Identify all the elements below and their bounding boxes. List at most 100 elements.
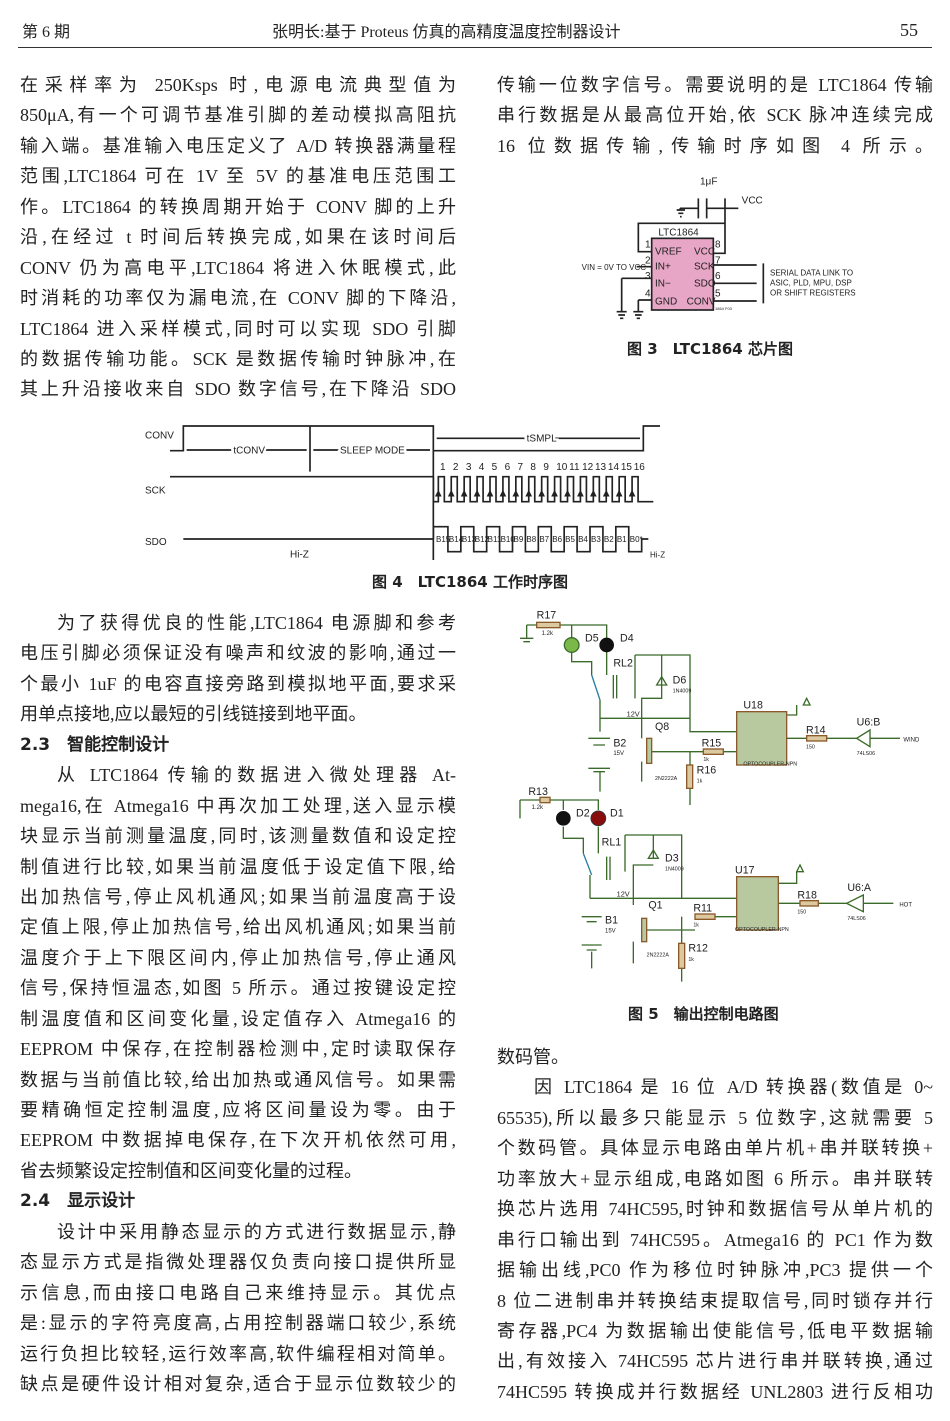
- text-line: 65535),所以最多只能显示 5 位数字,这就需要 5: [497, 1107, 933, 1128]
- header-rule: [18, 47, 932, 48]
- sdo-bit-label: B14: [449, 535, 464, 544]
- svg-text:1: 1: [645, 240, 651, 251]
- svg-text:SCK: SCK: [694, 261, 715, 272]
- svg-text:VCC: VCC: [742, 195, 763, 206]
- optocoupler-u17: [736, 875, 779, 931]
- svg-text:D4: D4: [620, 633, 634, 645]
- text-line: 用单点接地,应以最短的引线链接到地平面。: [20, 704, 367, 725]
- led-d1: [590, 810, 607, 827]
- svg-text:D2: D2: [576, 808, 590, 820]
- optocoupler-u18: [736, 710, 788, 766]
- sdo-label: SDO: [145, 537, 167, 548]
- text-line: 制温度值和区间变化量,设定值存入 Atmega16 的: [20, 1008, 456, 1029]
- svg-text:Hi-Z: Hi-Z: [290, 549, 309, 560]
- figure-3-caption: 图 3 LTC1864 芯片图: [627, 340, 793, 358]
- svg-text:RL1: RL1: [602, 837, 622, 849]
- text-line: 从 LTC1864 传输的数据进入微处理器 At-: [57, 765, 456, 786]
- figure-3-ltc1864-chip: 1μF VCC LTC1864 VIN = 0V TO VCC VREF IN+…: [582, 176, 856, 320]
- svg-text:2N2222A: 2N2222A: [655, 776, 678, 782]
- text-line: 串行口输出到 74HC595。Atmega16 的 PC1 作为数: [497, 1229, 933, 1250]
- text-line: 示信息,而由接口电路自己来维持显示。其优点: [20, 1282, 456, 1303]
- svg-text:VCC: VCC: [694, 246, 715, 257]
- ltc1864-chip: [650, 237, 715, 311]
- svg-text:tCONV: tCONV: [233, 445, 265, 456]
- text-line: 其上升沿接收来自 SDO 数字信号,在下降沿 SDO: [20, 379, 456, 400]
- svg-text:SERIAL DATA LINK TO: SERIAL DATA LINK TO: [770, 269, 853, 278]
- clock-number: 8: [530, 462, 536, 473]
- text-line: 输入端。基准输入电压定义了 A/D 转换器满量程: [20, 135, 456, 156]
- text-line: 设计中采用静态显示的方式进行数据显示,静: [57, 1221, 456, 1242]
- sdo-bit-label: B3: [591, 535, 601, 544]
- svg-text:VREF: VREF: [655, 246, 682, 257]
- clock-number: 4: [479, 462, 485, 473]
- svg-text:OPTOCOUPLER-NPN: OPTOCOUPLER-NPN: [735, 927, 789, 933]
- text-line: LTC1864 进入采样模式,同时可以实现 SDO 引脚: [20, 318, 456, 339]
- svg-text:OPTOCOUPLER-NPN: OPTOCOUPLER-NPN: [743, 762, 797, 768]
- svg-text:Hi-Z: Hi-Z: [650, 550, 665, 559]
- text-line: CONV 仍为高电平,LTC1864 将进入休眠模式,此: [20, 257, 456, 278]
- clock-number: 15: [621, 462, 633, 473]
- svg-text:U17: U17: [735, 864, 755, 876]
- figure-4-timing-diagram: CONV SCK SDO tCONV SLEEP MODE tSMPL Hi-Z…: [145, 425, 665, 560]
- figure-4-caption: 图 4 LTC1864 工作时序图: [372, 573, 568, 591]
- text-line: 电压引脚必须保证没有噪声和纹波的影响,通过一: [20, 643, 456, 664]
- svg-text:2: 2: [645, 255, 651, 266]
- svg-text:12V: 12V: [617, 890, 630, 899]
- sdo-waveform: [432, 525, 649, 553]
- text-line: 态显示方式是指微处理器仅负责向接口提供所显: [20, 1252, 456, 1273]
- svg-text:B1: B1: [605, 914, 618, 926]
- svg-text:R16: R16: [697, 764, 717, 776]
- text-line: 定值上限,停止加热信号,给出风机通风;如果当前: [20, 917, 456, 938]
- text-line: 制值进行比较,如果当前温度低于设定值下限,给: [20, 856, 456, 877]
- sdo-bit-label: B13: [462, 535, 477, 544]
- conv-waveform: [170, 425, 660, 452]
- text-line: 在采样率为 250Ksps 时,电源电流典型值为: [20, 75, 456, 95]
- svg-text:5: 5: [715, 289, 721, 300]
- svg-text:R12: R12: [688, 943, 708, 955]
- sdo-bit-label: B11: [488, 535, 502, 544]
- svg-text:7: 7: [715, 255, 721, 266]
- svg-text:R17: R17: [537, 609, 557, 621]
- svg-text:15V: 15V: [605, 928, 616, 934]
- clock-number: 9: [543, 462, 549, 473]
- svg-text:Q8: Q8: [655, 721, 669, 733]
- svg-text:3: 3: [645, 271, 651, 282]
- sdo-bit-label: B8: [526, 535, 536, 544]
- svg-text:HOT: HOT: [899, 903, 912, 909]
- text-line: 信号,保持恒温态,如图 5 所示。通过按键设定控: [20, 978, 456, 999]
- led-d4: [599, 637, 614, 653]
- text-line: 因 LTC1864 是 16 位 A/D 转换器(数值是 0~: [534, 1077, 933, 1098]
- svg-text:74LS06: 74LS06: [857, 751, 875, 757]
- text-line: 是:显示的字符亮度高,占用控制器端口较少,系统: [20, 1313, 456, 1334]
- svg-text:SLEEP MODE: SLEEP MODE: [340, 445, 405, 456]
- svg-text:SDO: SDO: [694, 279, 716, 290]
- svg-text:IN−: IN−: [655, 279, 671, 290]
- text-line: 数据与当前值比较,给出加热或通风信号。如果需: [20, 1069, 456, 1090]
- text-line: EEPROM 中数据掉电保存,在下次开机依然可用,: [20, 1130, 456, 1151]
- sdo-bit-label: B12: [475, 535, 490, 544]
- svg-text:D5: D5: [585, 633, 599, 645]
- clock-number: 6: [505, 462, 511, 473]
- figure-5-caption: 图 5 输出控制电路图: [628, 1005, 779, 1023]
- text-line: 温度介于上下限区间内,停止加热信号,停止通风: [20, 947, 456, 968]
- svg-text:2N2222A: 2N2222A: [647, 953, 670, 959]
- svg-text:tSMPL: tSMPL: [527, 434, 557, 445]
- text-line: 据输出线,PC0 作为移位时钟脉冲,PC3 提供一个: [497, 1260, 933, 1281]
- svg-text:4: 4: [645, 289, 651, 300]
- text-line: 时消耗的功率仅为漏电流,在 CONV 脚的下降沿,: [20, 288, 456, 309]
- text-line: 功率放大+显示组成,电路如图 6 所示。串并联转: [497, 1168, 933, 1189]
- clock-number: 14: [608, 462, 620, 473]
- svg-text:1864 F03: 1864 F03: [715, 306, 733, 311]
- sdo-bit-label: B7: [539, 535, 549, 544]
- svg-text:U18: U18: [743, 699, 763, 711]
- text-line: mega16,在 Atmega16 中再次加工处理,送入显示模: [20, 795, 456, 816]
- sdo-bit-label: B10: [501, 535, 516, 544]
- text-line: 850μA,有一个可调节基准引脚的差动模拟高阻抗: [20, 105, 456, 126]
- sdo-bit-label: B2: [604, 535, 614, 544]
- text-line: 数码管。: [497, 1047, 569, 1067]
- text-line: 的数据传输功能。SCK 是数据传输时钟脉冲,在: [20, 348, 456, 369]
- clock-number: 16: [634, 462, 646, 473]
- svg-text:Q1: Q1: [648, 899, 662, 911]
- svg-text:1k: 1k: [703, 757, 709, 763]
- svg-text:1N4009: 1N4009: [665, 867, 684, 873]
